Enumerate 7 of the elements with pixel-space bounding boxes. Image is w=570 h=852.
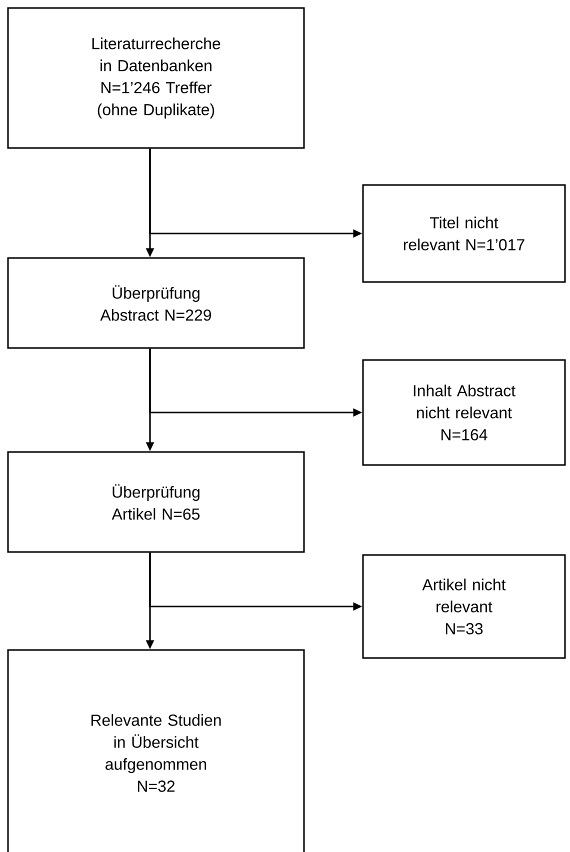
side-box: Inhalt Abstract nicht relevant N=164 xyxy=(362,359,566,466)
side-box: Titel nicht relevant N=1’017 xyxy=(362,184,566,283)
process-box: Überprüfung Abstract N=229 xyxy=(7,257,305,349)
side-box: Artikel nicht relevant N=33 xyxy=(362,554,566,659)
process-box: Überprüfung Artikel N=65 xyxy=(7,451,305,553)
process-box: Relevante Studien in Übersicht aufgenommen N=32 xyxy=(7,649,305,852)
process-box: Literaturrecherche in Datenbanken N=1’246 Treffer (ohne Duplikate) xyxy=(7,7,305,149)
